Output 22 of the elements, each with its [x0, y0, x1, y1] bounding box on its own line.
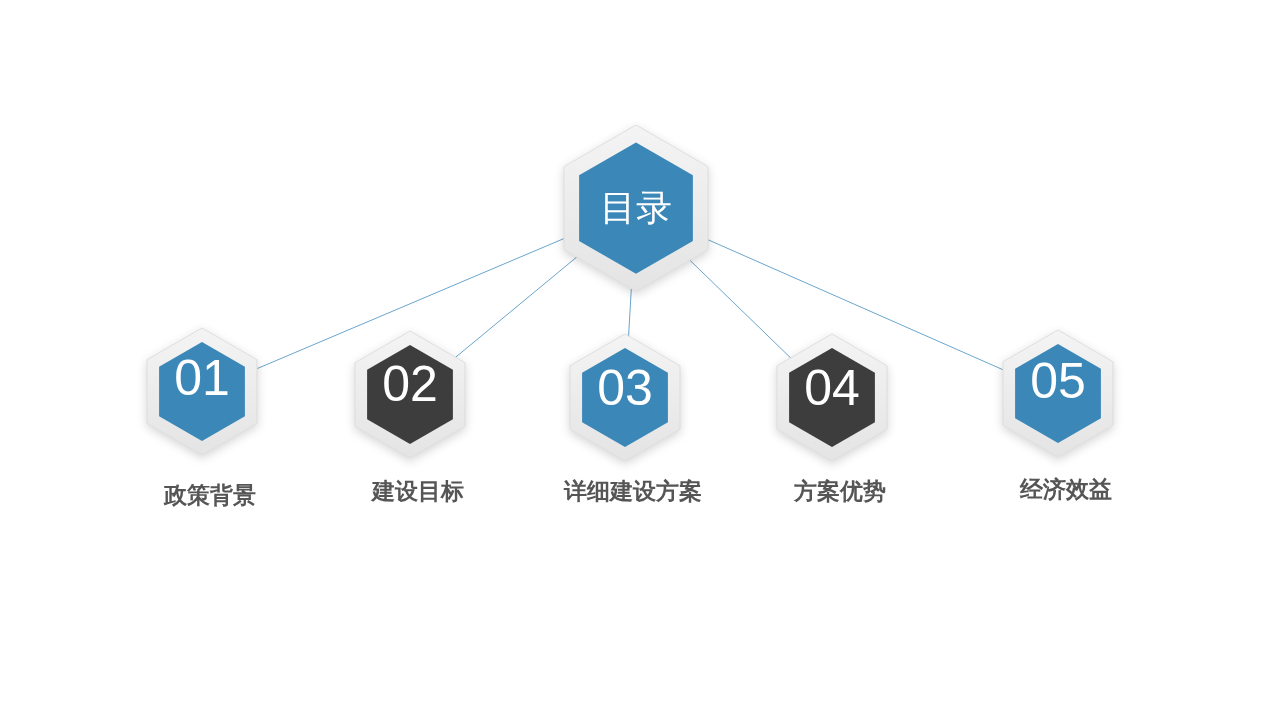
number-label: 01 [174, 353, 230, 403]
hexagon-badge [564, 124, 708, 292]
connector-line [707, 239, 1004, 371]
title-label: 目录 [600, 190, 672, 226]
caption-text: 政策背景 [164, 482, 256, 510]
hexagon-badge [1003, 330, 1113, 458]
caption-text: 方案优势 [794, 478, 886, 506]
hexagon-badge [147, 328, 257, 456]
number-label: 05 [1030, 356, 1086, 407]
caption-text: 经济效益 [1020, 476, 1112, 504]
connector-line [628, 287, 632, 338]
number-label: 04 [804, 362, 860, 413]
connector-line [454, 256, 578, 359]
hexagon-badge [570, 334, 680, 462]
hexagon-badge [777, 334, 887, 462]
connector-line [689, 259, 792, 359]
hexagon-badge [355, 331, 465, 459]
caption-text: 建设目标 [372, 478, 464, 506]
number-label: 03 [597, 362, 653, 413]
connector-line [256, 238, 565, 370]
number-label: 02 [382, 358, 438, 409]
caption-text: 详细建设方案 [564, 478, 702, 506]
